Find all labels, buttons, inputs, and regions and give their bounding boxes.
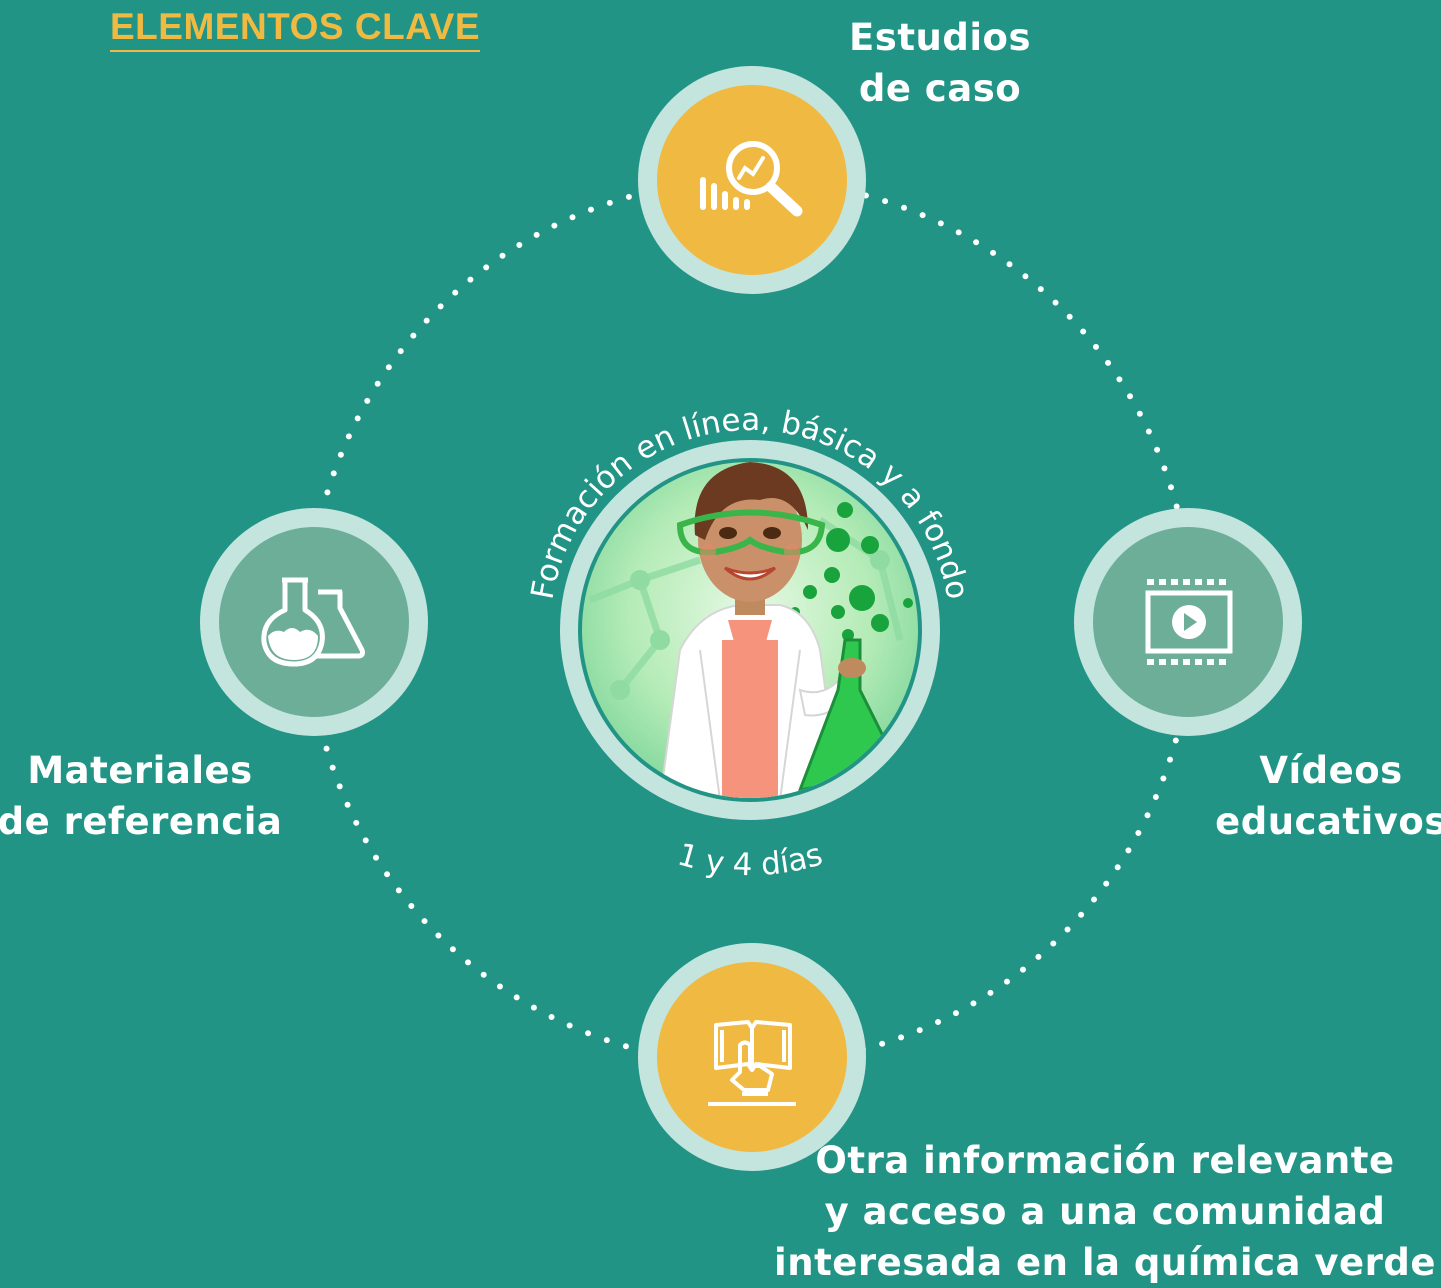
label-line: y acceso a una comunidad (824, 1190, 1386, 1233)
heading: ELEMENTOS CLAVE (110, 6, 481, 52)
node-case-studies (638, 66, 866, 294)
label-videos: Vídeos educativos (1131, 745, 1441, 847)
chart-magnifier-icon (700, 141, 803, 217)
label-line: de referencia (0, 800, 283, 843)
label-reference-materials: Materiales de referencia (0, 745, 340, 847)
label-community: Otra información relevante y acceso a un… (740, 1135, 1441, 1288)
node-reference-materials (200, 508, 428, 736)
label-line: Materiales (27, 749, 253, 792)
video-player-icon (1145, 579, 1233, 665)
scientist-woman-illustration (582, 462, 918, 798)
hand-book-icon (708, 1020, 796, 1106)
center-arc-bottom-text: 1 y 4 días (674, 837, 827, 884)
node-left-disc (219, 527, 409, 717)
label-line: Vídeos (1259, 749, 1403, 792)
label-line: de caso (858, 67, 1022, 110)
label-line: Estudios (849, 16, 1031, 59)
label-line: educativos (1215, 800, 1441, 843)
label-line: Otra información relevante (815, 1139, 1395, 1182)
label-line: interesada en la química verde (774, 1241, 1436, 1284)
flasks-icon (261, 577, 365, 667)
node-community (638, 943, 866, 1171)
center-portrait: Formación en línea, básica y a fondo 1 y… (524, 402, 975, 883)
label-case-studies: Estudios de caso (740, 12, 1140, 114)
node-videos (1074, 508, 1302, 736)
node-top-disc (657, 85, 847, 275)
